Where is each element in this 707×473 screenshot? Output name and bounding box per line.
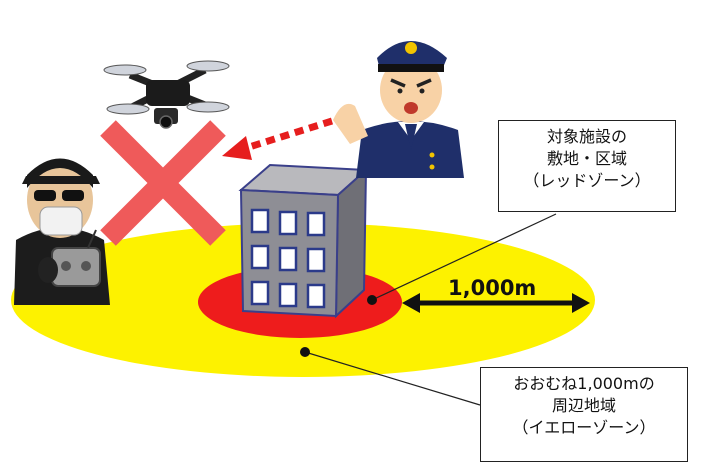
cross-mark-icon — [100, 120, 226, 246]
distance-label: 1,000m — [448, 276, 537, 300]
police-officer-icon — [333, 41, 464, 178]
drone-icon — [103, 60, 230, 129]
yellow-zone-marker — [300, 347, 310, 357]
red-zone-label-line-1: 対象施設の — [546, 127, 627, 146]
warning-arrow — [222, 117, 334, 160]
building-icon — [238, 163, 369, 319]
drone-pilot-icon — [14, 158, 110, 305]
yellow-zone-label-line-2: 周辺地域 — [551, 396, 616, 415]
red-zone-label-line-2: 敷地・区域 — [546, 149, 627, 168]
yellow-zone-leader-line — [304, 351, 481, 406]
red-zone-label-line-3: （レッドゾーン） — [523, 171, 651, 190]
red-zone-leader-line — [371, 213, 557, 301]
distance-arrow — [402, 293, 590, 313]
red-zone-callout: 対象施設の 敷地・区域 （レッドゾーン） — [498, 120, 676, 212]
yellow-zone-callout: おおむね1,000mの 周辺地域 （イエローゾーン） — [480, 367, 688, 462]
red-zone-marker — [367, 295, 377, 305]
yellow-zone-label-line-1: おおむね1,000mの — [513, 374, 655, 393]
yellow-zone-label-line-3: （イエローゾーン） — [512, 418, 656, 437]
